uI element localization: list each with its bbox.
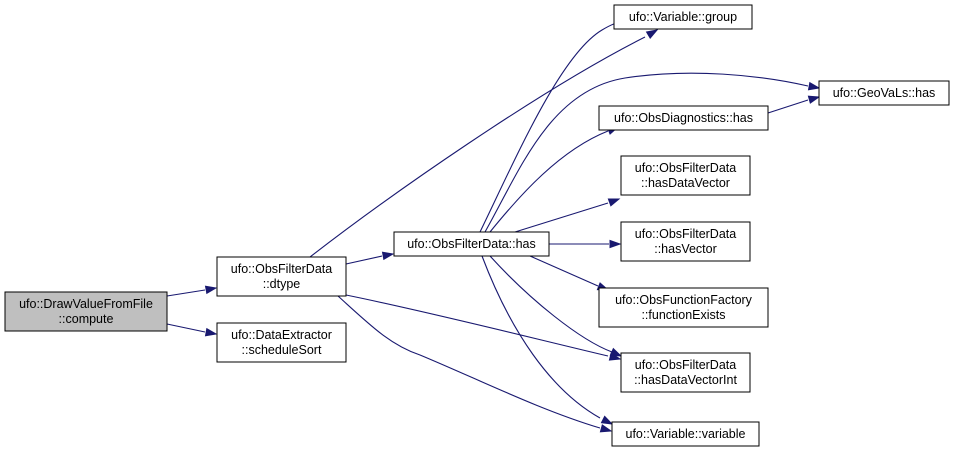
node-label: ufo::ObsDiagnostics::has [614,111,753,125]
arrowhead-icon [381,251,395,261]
node-box [818,80,950,106]
node-label: ufo::DataExtractor [231,328,332,342]
node-label: ::functionExists [641,308,725,322]
node-group[interactable]: ufo::Variable::group [613,4,753,30]
node-variable[interactable]: ufo::Variable::variable [611,421,760,447]
edge-dtype-to-group [309,29,659,258]
edge-has-to-variable [481,255,614,425]
edge-line [166,323,206,333]
edge-line [345,294,609,357]
arrowhead-icon [645,29,659,40]
node-label: ufo::ObsFilterData [635,227,736,241]
node-label: ufo::ObsFilterData [635,161,736,175]
node-box [611,421,760,447]
edge-has-to-hasDataVectorInt [489,255,623,357]
node-box [598,287,769,328]
edge-has-to-hasDataVector [514,198,621,233]
edge-has-to-diag_has [489,126,620,233]
arrowhead-icon [609,239,622,249]
node-box [216,322,347,363]
node-scheduleSort[interactable]: ufo::DataExtractor::scheduleSort [216,322,347,363]
node-hasDataVectorInt[interactable]: ufo::ObsFilterData::hasDataVectorInt [620,352,751,393]
nodes-layer: ufo::DrawValueFromFile::computeufo::ObsF… [4,4,950,447]
edge-line [166,289,206,297]
node-label: ufo::GeoVaLs::has [833,86,936,100]
edge-line [345,255,383,265]
edge-has-to-functionExists [529,255,610,291]
node-box [216,256,347,297]
edge-line [767,99,809,114]
node-geovals_has[interactable]: ufo::GeoVaLs::has [818,80,950,106]
node-box [620,352,751,393]
node-box [620,221,751,262]
node-label: ufo::DrawValueFromFile [19,297,153,311]
arrowhead-icon [600,415,614,425]
node-box [4,291,168,332]
node-label: ufo::ObsFunctionFactory [615,293,753,307]
edge-compute-to-scheduleSort [166,323,218,337]
arrowhead-icon [807,81,821,91]
arrowhead-icon [807,95,821,104]
node-label: ::dtype [263,277,301,291]
edge-line [489,130,609,233]
node-label: ufo::ObsFilterData [635,358,736,372]
node-label: ::compute [59,312,114,326]
arrowhead-icon [607,198,621,207]
arrowhead-icon [599,424,613,433]
arrowhead-icon [204,285,218,295]
edge-dtype-to-hasDataVectorInt [345,294,622,361]
edge-has-to-hasVector [549,239,622,249]
node-box [393,231,550,257]
node-diag_has[interactable]: ufo::ObsDiagnostics::has [598,105,769,131]
edge-diag_has-to-geovals_has [767,95,821,114]
node-dtype[interactable]: ufo::ObsFilterData::dtype [216,256,347,297]
arrowhead-icon [204,327,218,337]
node-functionExists[interactable]: ufo::ObsFunctionFactory::functionExists [598,287,769,328]
node-hasDataVector[interactable]: ufo::ObsFilterData::hasDataVector [620,155,751,196]
node-hasVector[interactable]: ufo::ObsFilterData::hasVector [620,221,751,262]
edge-compute-to-dtype [166,285,218,297]
node-label: ::scheduleSort [242,343,322,357]
edge-dtype-to-variable [337,295,613,433]
node-box [613,4,753,30]
edge-line [481,255,601,419]
node-label: ::hasDataVector [641,176,730,190]
node-label: ufo::ObsFilterData::has [407,237,536,251]
edge-line [489,255,613,353]
node-label: ::hasVector [654,242,717,256]
edge-dtype-to-has [345,251,395,265]
edge-has-to-geovals_has [484,72,821,233]
node-box [620,155,751,196]
edge-line [484,72,809,233]
node-compute[interactable]: ufo::DrawValueFromFile::compute [4,291,168,332]
node-has[interactable]: ufo::ObsFilterData::has [393,231,550,257]
edge-line [529,255,599,287]
node-label: ufo::Variable::variable [626,427,746,441]
node-label: ufo::ObsFilterData [231,262,332,276]
arrowhead-icon [609,347,623,357]
edge-line [337,295,601,429]
node-label: ufo::Variable::group [629,10,737,24]
edge-line [309,36,646,258]
node-label: ::hasDataVectorInt [634,373,737,387]
node-box [598,105,769,131]
edge-line [514,202,609,233]
